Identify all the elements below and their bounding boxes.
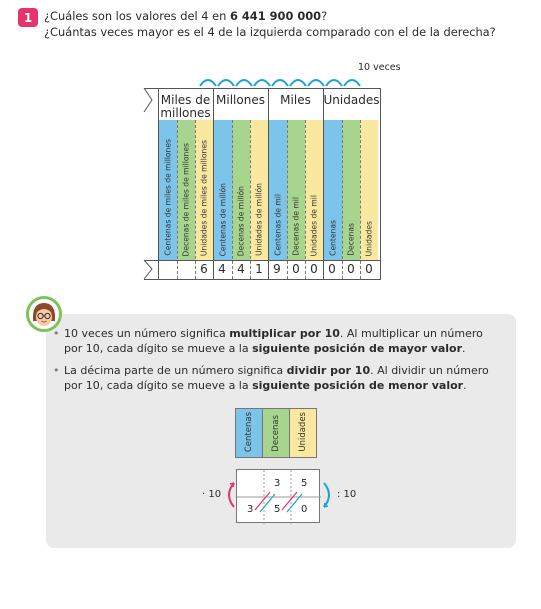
col-sep [177,120,178,279]
example-top-digit: 3 [274,478,281,489]
bullet-divide: La décima parte de un número significa d… [53,363,494,393]
digit-cell: 6 [200,262,208,276]
digit-cell: 4 [237,262,245,276]
example-bottom-digit: 0 [301,504,308,515]
example-bottom-digit: 3 [247,504,254,515]
column-centenas-miles-millones: Centenas de miles de millones [158,120,177,260]
question-line-2: ¿Cuántas veces mayor es el 4 de la izqui… [44,25,496,39]
question-line-1: ¿Cuáles son los valores del 4 en 6 441 9… [44,9,328,23]
mini-column-unidades: Unidades [289,408,317,458]
col-sep [195,120,196,279]
place-value-chart: Centenas de miles de millones Decenas de… [140,64,385,284]
group-border-1 [213,88,214,279]
column-unidades-miles-millones: Unidades de miles de millones [195,120,213,260]
table-left-border [158,88,159,279]
arc-5 [271,79,289,87]
arc-7 [307,79,325,87]
group-header-miles-de-millones: Miles de millones [160,93,211,120]
digit-cell: 4 [218,262,226,276]
column-decenas-millon: Decenas de millón [232,120,250,260]
group-header-miles: Miles [280,93,311,107]
arc-8 [325,79,343,87]
arc-1 [199,79,217,87]
divide-arc-icon [323,482,330,508]
arc-9 [343,79,361,87]
multiply-operator: · 10 [202,489,222,500]
column-centenas-millon: Centenas de millón [213,120,232,260]
digit-cell: 0 [347,262,355,276]
column-decenas-mil: Decenas de mil [287,120,305,260]
column-unidades-millon: Unidades de millón [250,120,268,260]
shift-example-box: 3 5 3 5 0 [236,469,321,524]
mini-column-decenas: Decenas [262,408,290,458]
digit-cell: 9 [273,262,281,276]
table-break-mark [143,88,153,280]
table-right-border [380,88,381,279]
arc-6 [289,79,307,87]
group-header-unidades: Unidades [323,93,380,107]
column-decenas: Decenas [342,120,360,260]
digit-cell: 0 [365,262,373,276]
table-top-line [144,88,381,89]
digit-cell: 1 [255,262,263,276]
table-bottom-line [144,279,381,280]
arc-2 [217,79,235,87]
divide-operator: : 10 [337,489,357,500]
col-sep [360,120,361,279]
column-decenas-miles-millones: Decenas de miles de millones [177,120,195,260]
column-centenas: Centenas [323,120,342,260]
arc-4 [253,79,271,87]
col-sep [287,120,288,279]
group-header-millones: Millones [216,93,265,107]
mini-place-value-header: Centenas Decenas Unidades [235,408,325,458]
digit-cell: 0 [292,262,300,276]
arc-3 [235,79,253,87]
example-top-digit: 5 [301,478,308,489]
bullet-multiply: 10 veces un número significa multiplicar… [53,326,494,356]
column-unidades: Unidades [360,120,378,260]
group-border-2 [268,88,269,279]
col-sep [342,120,343,279]
example-bottom-digit: 5 [274,504,281,515]
teacher-avatar-icon [26,296,62,332]
mini-column-centenas: Centenas [235,408,263,458]
col-sep [305,120,306,279]
times-label: 10 veces [358,62,401,73]
ten-times-arcs [199,79,361,87]
question-number: 1 [18,8,38,27]
col-sep [232,120,233,279]
digit-cell: 0 [328,262,336,276]
group-border-3 [323,88,324,279]
digit-cell: 0 [310,262,318,276]
column-centenas-mil: Centenas de mil [268,120,287,260]
col-sep [250,120,251,279]
table-divider-line [144,260,381,261]
shift-arrows [237,470,321,524]
multiply-arc-icon [228,482,235,508]
column-unidades-mil: Unidades de mil [305,120,323,260]
